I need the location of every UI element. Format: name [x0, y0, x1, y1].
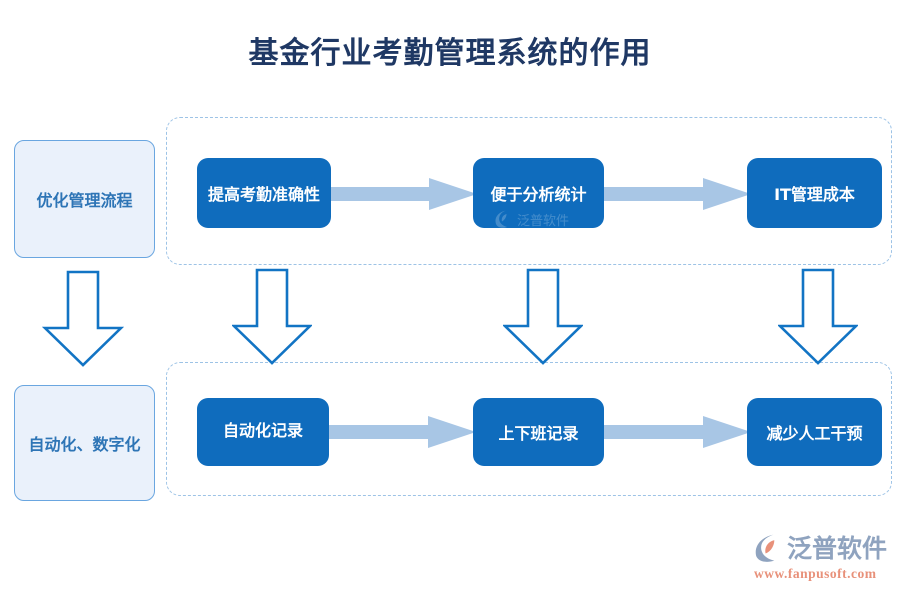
category-box-optimize-process[interactable]: 优化管理流程	[14, 140, 155, 258]
step-box-reduce-manual-intervention[interactable]: 减少人工干预	[747, 398, 882, 466]
category-box-label: 优化管理流程	[36, 191, 133, 210]
brand-logo: 泛普软件 www.fanpusoft.com	[752, 531, 898, 589]
brand-url: www.fanpusoft.com	[754, 566, 877, 581]
step-box-label: 便于分析统计	[490, 185, 587, 204]
step-box-attendance-accuracy[interactable]: 提高考勤准确性	[197, 158, 331, 228]
step-box-label: 自动化记录	[222, 421, 303, 440]
arrow-right-icon	[329, 178, 477, 210]
arrow-down-outline-icon	[503, 268, 583, 365]
category-box-label: 自动化、数字化	[28, 435, 141, 454]
step-box-label: IT管理成本	[774, 185, 855, 204]
step-box-label: 减少人工干预	[766, 424, 863, 443]
arrow-right-icon	[603, 178, 751, 210]
arrow-right-icon	[603, 416, 751, 448]
step-box-analysis-statistics[interactable]: 便于分析统计	[473, 158, 604, 228]
step-box-automatic-record[interactable]: 自动化记录	[197, 398, 329, 466]
step-box-it-management-cost[interactable]: IT管理成本	[747, 158, 882, 228]
process-group-top	[166, 117, 892, 265]
arrow-down-outline-icon	[778, 268, 858, 365]
brand-name: 泛普软件	[787, 533, 888, 563]
category-box-automation-digital[interactable]: 自动化、数字化	[14, 385, 155, 501]
arrow-down-outline-icon	[232, 268, 312, 365]
fanpu-leaf-logo-icon	[755, 534, 775, 562]
arrow-down-outline-icon	[42, 270, 124, 367]
page-title: 基金行业考勤管理系统的作用	[248, 36, 652, 71]
step-box-label: 上下班记录	[498, 424, 579, 443]
process-group-bottom	[166, 362, 892, 496]
arrow-right-icon	[328, 416, 476, 448]
step-box-clock-in-out-record[interactable]: 上下班记录	[473, 398, 604, 466]
step-box-label: 提高考勤准确性	[207, 185, 320, 204]
